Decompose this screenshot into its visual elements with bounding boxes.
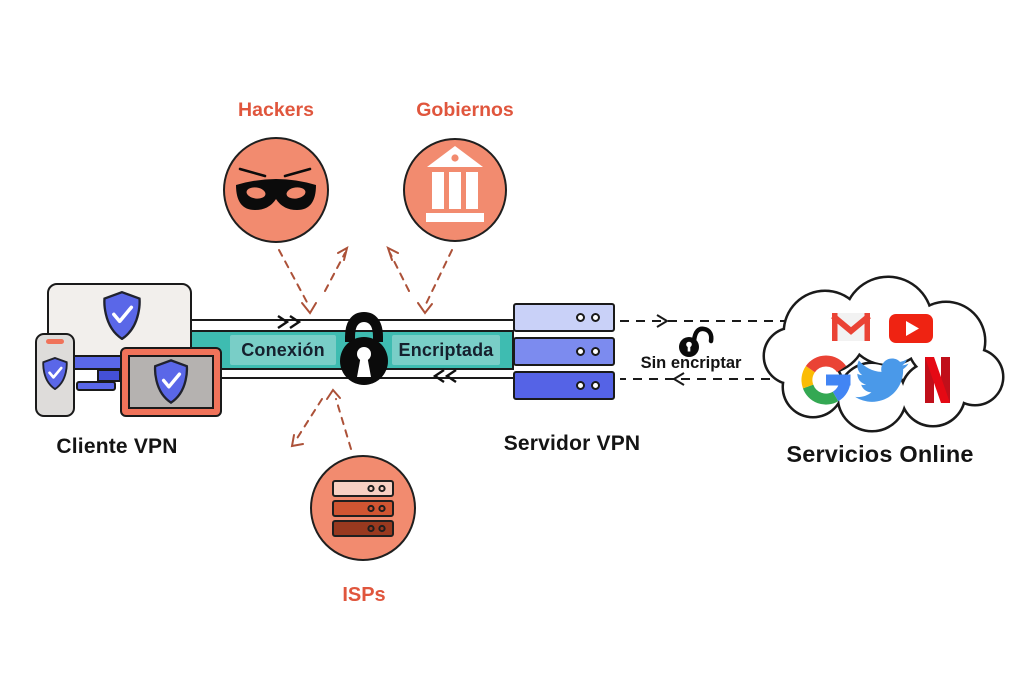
encriptada-chip: Encriptada [392, 335, 500, 365]
server-led [576, 381, 585, 390]
padlock-icon [340, 312, 388, 385]
online-services-cloud [762, 275, 1005, 433]
server-led [591, 313, 600, 322]
server-led [591, 381, 600, 390]
gobiernos-label: Gobiernos [416, 99, 514, 121]
isps-label: ISPs [342, 584, 386, 606]
server-row [513, 303, 615, 332]
netflix-icon [925, 357, 950, 403]
server-led [576, 347, 585, 356]
servidor-vpn-label: Servidor VPN [503, 432, 641, 455]
phone [35, 333, 75, 417]
servicios-online-label: Servicios Online [786, 441, 974, 467]
google-icon [801, 355, 851, 405]
monitor-stand-base [76, 381, 116, 391]
tablet [120, 347, 222, 417]
unencrypted-link [620, 314, 786, 386]
monitor [47, 283, 192, 357]
server-led [591, 347, 600, 356]
youtube-icon [889, 314, 933, 343]
server-row [513, 337, 615, 366]
gmail-icon [831, 313, 871, 341]
server-row [513, 371, 615, 400]
phone-shield-icon [41, 357, 69, 390]
isps-circle [310, 455, 416, 561]
cliente-vpn-label: Cliente VPN [56, 435, 178, 458]
hackers-label: Hackers [238, 99, 314, 121]
attack-arrows-bottom [290, 388, 352, 450]
hacker-mask-icon [236, 167, 316, 210]
twitter-icon [855, 358, 909, 402]
sin-encriptar-label: Sin encriptar [640, 354, 742, 372]
server-led [576, 313, 585, 322]
open-padlock-icon [679, 326, 714, 357]
hackers-circle [223, 137, 329, 243]
isp-servers-icon [332, 480, 394, 537]
tablet-shield-icon [152, 359, 190, 404]
gobiernos-circle [403, 138, 507, 242]
conexion-chip: Conexión [230, 335, 336, 365]
government-building-icon [426, 146, 484, 222]
monitor-shield-icon [101, 291, 143, 340]
chevrons-left-icon [432, 369, 457, 383]
attack-arrows-top [278, 246, 453, 315]
phone-notch [46, 339, 64, 344]
chevrons-right-icon [277, 315, 302, 329]
